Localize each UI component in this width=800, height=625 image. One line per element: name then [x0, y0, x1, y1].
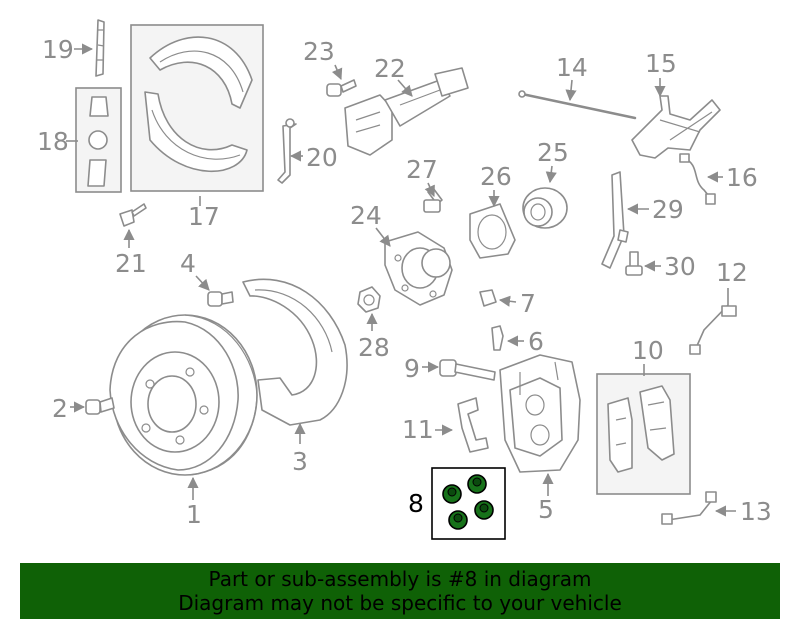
part-6-bleeder — [491, 325, 504, 351]
part-23-bolt — [326, 79, 357, 97]
part-12-sensor — [689, 288, 737, 355]
callout-13: 13 — [740, 497, 772, 526]
part-8-seals — [442, 474, 494, 530]
part-29-bracket — [601, 171, 629, 269]
callout-9: 9 — [404, 354, 420, 383]
callout-16: 16 — [726, 163, 758, 192]
part-28-nut — [357, 286, 381, 313]
part-13-sensor — [661, 491, 717, 525]
info-banner: Part or sub-assembly is #8 in diagram Di… — [20, 563, 780, 619]
part-17-brake-shoes — [144, 36, 253, 173]
part-20-bracket — [277, 118, 297, 184]
callout-7: 7 — [520, 289, 536, 318]
part-10-pads — [607, 385, 675, 473]
part-26-gasket — [469, 203, 516, 259]
callout-15: 15 — [645, 49, 677, 78]
callout-8: 8 — [408, 489, 424, 518]
callout-29: 29 — [652, 195, 684, 224]
callout-14: 14 — [556, 53, 588, 82]
callout-6: 6 — [528, 327, 544, 356]
parts-diagram: 19 18 17 20 21 23 2 — [37, 19, 772, 540]
banner-line-2: Diagram may not be specific to your vehi… — [178, 591, 622, 615]
callout-26: 26 — [480, 162, 512, 191]
callout-18: 18 — [37, 127, 69, 156]
part-18-hardware — [87, 96, 109, 187]
part-3-shield — [242, 278, 348, 426]
callout-28: 28 — [358, 333, 390, 362]
part-14-rod — [518, 90, 637, 120]
callout-2: 2 — [52, 394, 68, 423]
callout-17: 17 — [188, 202, 220, 231]
part-15-harness — [631, 95, 721, 159]
callout-20: 20 — [306, 143, 338, 172]
part-27-bolt — [423, 187, 443, 213]
callout-27: 27 — [406, 155, 438, 184]
callout-22: 22 — [374, 54, 406, 83]
callout-1: 1 — [186, 500, 202, 529]
callout-4: 4 — [180, 249, 196, 278]
part-21-adjuster — [119, 203, 147, 227]
callout-12: 12 — [716, 258, 748, 287]
callout-23: 23 — [303, 37, 335, 66]
part-4-bolt — [207, 291, 234, 307]
part-22-actuator — [344, 67, 469, 156]
callout-11: 11 — [402, 415, 434, 444]
part-8-box — [431, 467, 506, 540]
callout-30: 30 — [664, 252, 696, 281]
callout-3: 3 — [292, 447, 308, 476]
callout-25: 25 — [537, 138, 569, 167]
part-16-sensor — [679, 153, 716, 205]
callout-5: 5 — [538, 495, 554, 524]
part-5-caliper — [499, 354, 581, 473]
callout-10: 10 — [632, 336, 664, 365]
part-24-hub — [384, 231, 453, 306]
part-7-clip — [479, 289, 497, 307]
part-25-bearing — [522, 187, 568, 229]
part-19-clip — [95, 19, 105, 77]
part-30-bolt — [625, 251, 643, 276]
callout-21: 21 — [115, 249, 147, 278]
callout-24: 24 — [350, 201, 382, 230]
part-2-bolt — [85, 397, 115, 415]
callout-19: 19 — [42, 35, 74, 64]
part-9-bolt — [439, 359, 496, 381]
part-11-clip — [457, 397, 489, 453]
part-1-rotor — [109, 314, 258, 476]
banner-line-1: Part or sub-assembly is #8 in diagram — [208, 567, 592, 591]
